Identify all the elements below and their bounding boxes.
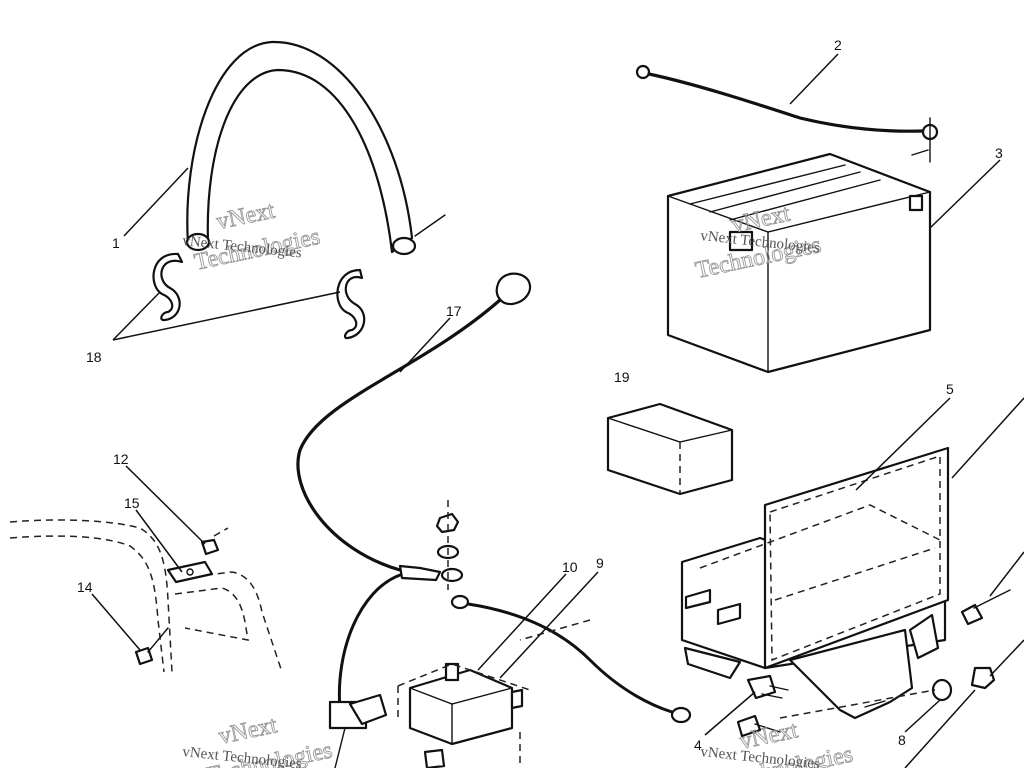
leader-lines [91, 53, 1024, 768]
callout-4: 4 [694, 737, 702, 753]
callout-2: 2 [834, 37, 842, 53]
callout-18: 18 [86, 349, 102, 365]
callout-3: 3 [995, 145, 1003, 161]
callout-10: 10 [562, 559, 578, 575]
s-hooks [152, 252, 366, 340]
svg-text:vNext: vNext [214, 198, 277, 236]
svg-text:vNext: vNext [216, 712, 279, 750]
callout-9: 9 [596, 555, 604, 571]
callout-12: 12 [113, 451, 129, 467]
callout-19: 19 [614, 369, 630, 385]
ground-cable [635, 64, 939, 163]
callout-8: 8 [898, 732, 906, 748]
terminal-hardware [435, 500, 464, 590]
battery [666, 152, 932, 374]
callout-1: 1 [112, 235, 120, 251]
battery-box [680, 446, 950, 720]
positive-cable [296, 272, 532, 768]
relay-cable [450, 594, 692, 724]
callout-15: 15 [124, 495, 140, 511]
lower-hardware [423, 589, 1011, 768]
battery-pad [606, 402, 734, 496]
callouts: 1 2 3 4 5 8 9 10 12 14 15 17 18 19 [77, 37, 1003, 753]
callout-17: 17 [446, 303, 462, 319]
frame-section [9, 519, 283, 673]
callout-5: 5 [946, 381, 954, 397]
starter-relay [397, 662, 531, 764]
hold-down-strap [185, 40, 446, 256]
callout-14: 14 [77, 579, 93, 595]
